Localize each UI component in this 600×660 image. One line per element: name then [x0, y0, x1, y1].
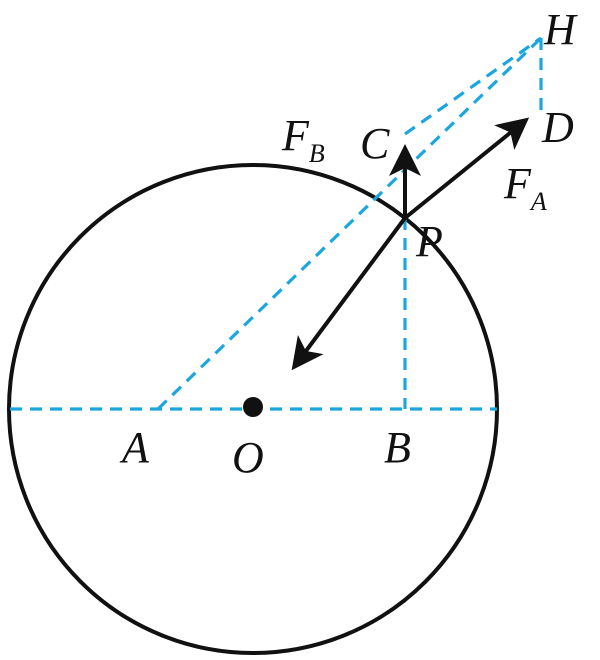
arrow-p-to-center [291, 216, 407, 371]
label-c: C [360, 119, 390, 168]
label-h: H [543, 5, 578, 54]
line-a-h-dashed [156, 36, 543, 411]
label-o: O [232, 433, 264, 482]
center-point-o [243, 397, 263, 417]
label-d: D [541, 103, 574, 152]
label-a: A [119, 423, 150, 472]
label-force-b: FB [281, 111, 325, 168]
arrow-p-to-d [403, 117, 530, 220]
label-force-a: FA [503, 159, 547, 216]
label-b: B [384, 423, 411, 472]
line-c-h-dashed [404, 36, 542, 136]
label-p: P [415, 217, 443, 266]
